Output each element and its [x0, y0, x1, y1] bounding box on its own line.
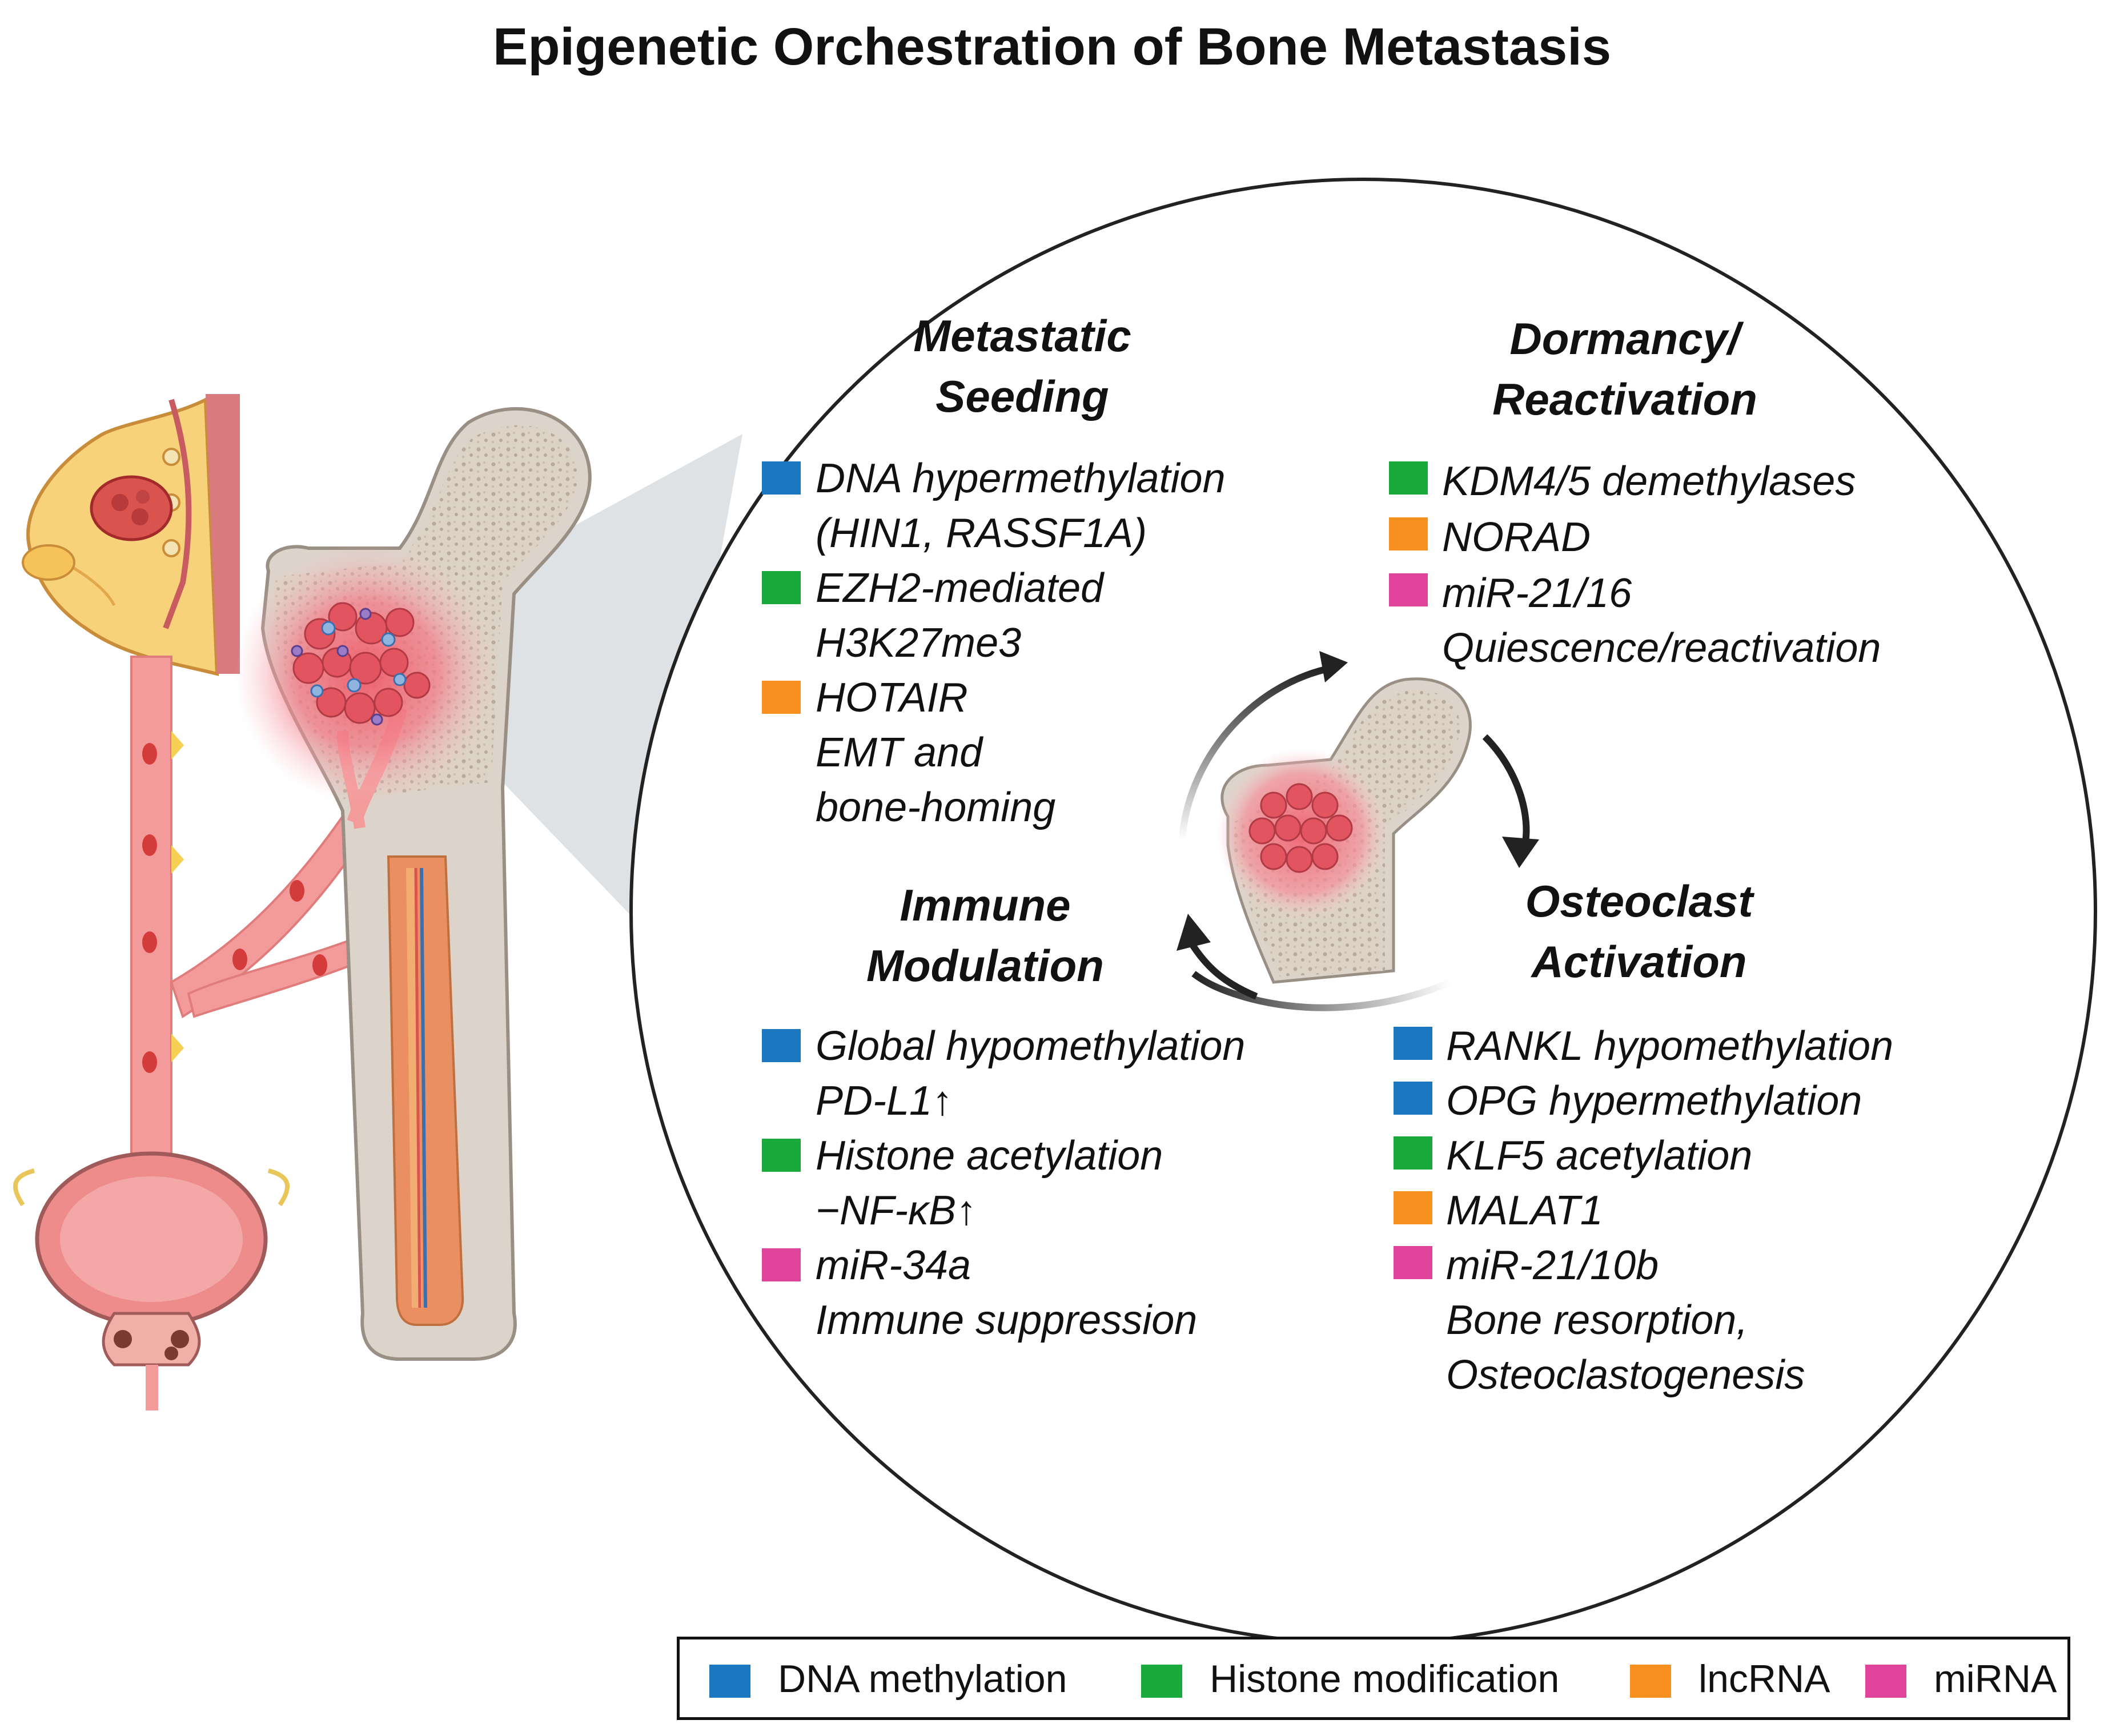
immune-title-line1: Immune — [900, 880, 1071, 930]
immune-item2: Histone acetylation −NF-κB↑ — [816, 1133, 1163, 1233]
dormancy-item2: NORAD — [1442, 515, 1591, 560]
dormancy-item1: KDM4/5 demethylases — [1442, 459, 1856, 504]
osteoclast-item5-swatch — [1394, 1246, 1432, 1279]
dormancy-item3: miR-21/16 Quiescence/reactivation — [1442, 570, 1881, 671]
femur-icon — [234, 407, 592, 1361]
seeding-item2: EZH2-mediated H3K27me3 — [816, 565, 1104, 666]
osteoclast-item2: OPG hypermethylation — [1446, 1078, 1862, 1124]
seeding-title: Metastatic Seeding — [845, 306, 1199, 427]
legend-label-histone: Histone modification — [1210, 1657, 1560, 1701]
seeding-title-line2: Seeding — [935, 371, 1109, 421]
legend-swatch-dna — [709, 1665, 750, 1698]
immune-title: Immune Modulation — [814, 875, 1157, 996]
dormancy-item1-swatch — [1389, 461, 1428, 495]
legend-box: DNA methylation Histone modification lnc… — [677, 1637, 2070, 1720]
legend-label-lncrna: lncRNA — [1699, 1657, 1830, 1701]
immune-item1-swatch — [762, 1029, 801, 1062]
osteoclast-item1-swatch — [1394, 1027, 1432, 1060]
dormancy-item3-swatch — [1389, 573, 1428, 606]
legend-swatch-mirna — [1865, 1665, 1906, 1698]
dormancy-title: Dormancy/ Reactivation — [1439, 308, 1810, 429]
osteoclast-title-line2: Activation — [1531, 937, 1747, 987]
osteoclast-item5: miR-21/10b Bone resorption, Osteoclastog… — [1446, 1243, 1805, 1398]
mini-femur-icon — [1216, 677, 1472, 984]
bone-tumor — [291, 602, 431, 726]
seeding-item2-swatch — [762, 571, 801, 604]
immune-item3: miR-34a Immune suppression — [816, 1243, 1198, 1343]
legend-swatch-lncrna — [1630, 1665, 1671, 1698]
osteoclast-item4: MALAT1 — [1446, 1188, 1603, 1233]
legend-swatch-histone — [1141, 1665, 1182, 1698]
osteoclast-title: Osteoclast Activation — [1462, 871, 1816, 992]
breast-icon — [22, 394, 240, 676]
legend-label-dna: DNA methylation — [778, 1657, 1067, 1701]
seeding-item3-swatch — [762, 681, 801, 714]
seeding-title-line1: Metastatic — [913, 311, 1131, 361]
seeding-item1-swatch — [762, 461, 801, 495]
osteoclast-item4-swatch — [1394, 1191, 1432, 1224]
osteoclast-item2-swatch — [1394, 1082, 1432, 1115]
osteoclast-item3: KLF5 acetylation — [1446, 1133, 1753, 1179]
legend-label-mirna: miRNA — [1934, 1657, 2057, 1701]
osteoclast-item3-swatch — [1394, 1136, 1432, 1170]
immune-item1: Global hypomethylation PD-L1↑ — [816, 1023, 1246, 1124]
immune-title-line2: Modulation — [866, 941, 1104, 991]
dormancy-title-line2: Reactivation — [1492, 374, 1757, 424]
bladder-icon — [13, 1151, 290, 1410]
immune-item3-swatch — [762, 1248, 801, 1281]
osteoclast-item1: RANKL hypomethylation — [1446, 1023, 1894, 1069]
dormancy-title-line1: Dormancy/ — [1509, 314, 1740, 364]
immune-item2-swatch — [762, 1139, 801, 1172]
figure-title: Epigenetic Orchestration of Bone Metasta… — [492, 18, 1611, 76]
osteoclast-title-line1: Osteoclast — [1525, 876, 1753, 926]
seeding-item1: DNA hypermethylation (HIN1, RASSF1A) — [816, 456, 1226, 556]
cycle-arrows — [1177, 651, 1539, 1011]
dormancy-item2-swatch — [1389, 517, 1428, 550]
seeding-item3: HOTAIR EMT and bone-homing — [816, 675, 1056, 830]
